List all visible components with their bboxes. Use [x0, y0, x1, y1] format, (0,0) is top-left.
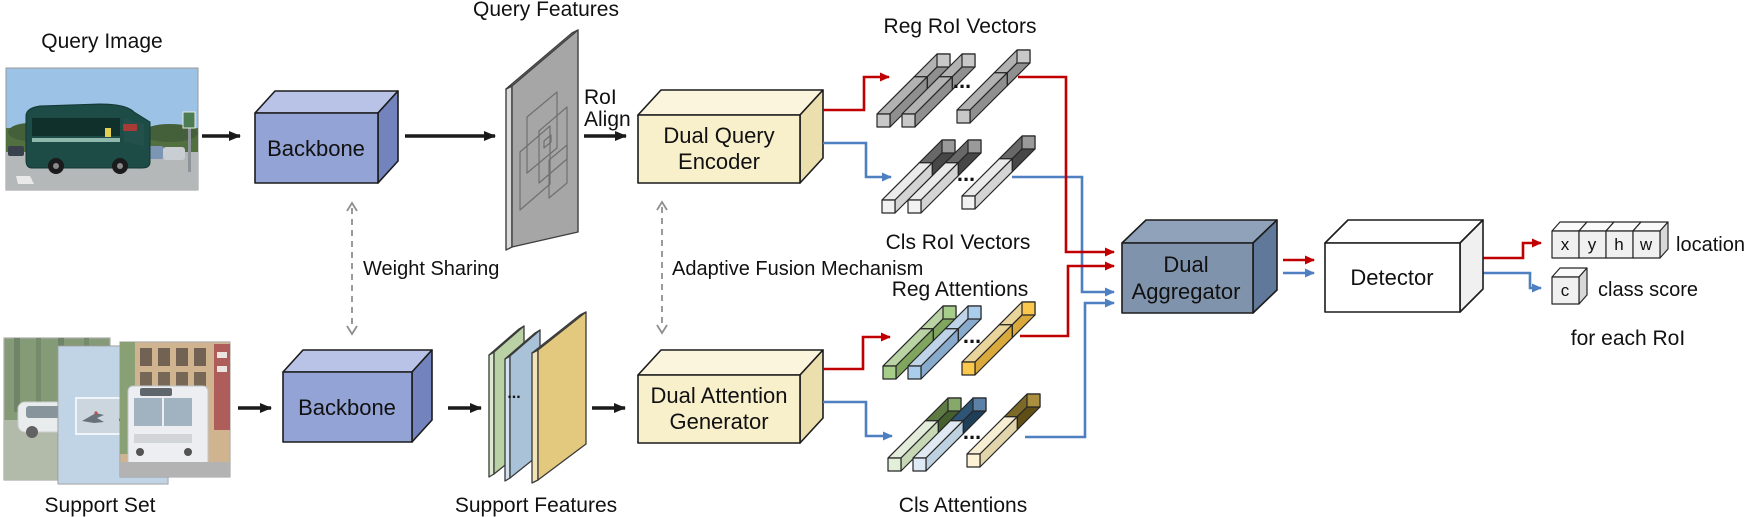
routing-blue — [823, 141, 1542, 441]
arrow-encoder-reg — [823, 72, 890, 112]
svg-text:x: x — [1561, 235, 1570, 254]
route-clsatt-to-aggregator — [1025, 298, 1115, 439]
route-regatt-to-aggregator — [1020, 261, 1115, 338]
reg-roi-vectors-label: Reg RoI Vectors — [884, 15, 1037, 38]
support-set-label: Support Set — [45, 494, 156, 517]
weight-sharing-label: Weight Sharing — [363, 258, 499, 280]
vector-bar — [966, 393, 1041, 468]
reg-attentions-label: Reg Attentions — [892, 278, 1029, 301]
class-score-label: class score — [1598, 279, 1698, 301]
adaptive-fusion-label: Adaptive Fusion Mechanism — [672, 258, 923, 280]
cls-roi-vectors-bars — [881, 135, 1036, 214]
svg-text:Dual Query: Dual Query — [663, 123, 774, 148]
vector-bar — [907, 139, 982, 214]
dual-query-encoder-box — [637, 89, 824, 184]
backbone-bottom-label: Backbone — [298, 395, 396, 420]
reg-roi-vectors-bars — [876, 49, 1031, 128]
output-cubes — [1551, 221, 1669, 305]
dual-attention-generator-label: Dual Attention Generator — [651, 383, 788, 434]
vector-bar — [961, 301, 1036, 376]
cls-roi-vectors-label: Cls RoI Vectors — [886, 231, 1031, 254]
support-features-ellipsis: ... — [507, 385, 520, 402]
svg-text:y: y — [1588, 235, 1597, 254]
svg-text:Dual: Dual — [1163, 252, 1208, 277]
weight-sharing-arrow — [346, 201, 358, 336]
vector-bar — [876, 53, 951, 128]
arrow-generator-reg — [823, 332, 891, 371]
cls-att-ellipsis: ... — [963, 419, 981, 444]
detector-label: Detector — [1350, 265, 1433, 290]
svg-text:Align: Align — [584, 108, 631, 131]
vector-bar — [901, 53, 976, 128]
query-image-photo — [5, 67, 199, 191]
arrow-encoder-cls — [823, 141, 892, 182]
cls-attentions-bars — [887, 393, 1041, 472]
reg-att-ellipsis: ... — [963, 323, 981, 348]
cls-roi-ellipsis: ... — [957, 161, 975, 186]
flow-arrows-black — [202, 131, 627, 413]
vector-bar — [907, 305, 982, 380]
svg-text:h: h — [1614, 235, 1623, 254]
vector-bar — [956, 49, 1031, 124]
arrow-detector-classscore — [1483, 271, 1542, 293]
route-regroi-to-aggregator — [1018, 75, 1115, 257]
vector-bar — [882, 305, 957, 380]
reg-attentions-bars — [882, 301, 1036, 380]
location-label: location — [1676, 234, 1744, 256]
dual-attention-generator-box — [637, 349, 824, 444]
vector-bar — [961, 135, 1036, 210]
adaptive-fusion-arrow — [656, 200, 668, 335]
svg-text:RoI: RoI — [584, 86, 617, 109]
svg-text:Aggregator: Aggregator — [1132, 279, 1241, 304]
support-photo-bus — [119, 341, 231, 478]
output-cube — [1551, 267, 1588, 305]
route-clsroi-to-aggregator — [1012, 175, 1115, 297]
output-cube-letters: x y h w c — [1561, 235, 1653, 300]
vector-bar — [887, 397, 962, 472]
for-each-roi-label: for each RoI — [1571, 327, 1685, 350]
support-features-panels — [488, 311, 587, 484]
arrow-generator-cls — [823, 400, 893, 441]
dual-aggregator-box — [1121, 219, 1278, 314]
support-features-label: Support Features — [455, 494, 617, 517]
query-features-label: Query Features — [473, 0, 619, 21]
detector-box — [1324, 219, 1484, 313]
query-image-label: Query Image — [41, 30, 162, 53]
backbone-bottom-box — [282, 349, 433, 443]
dual-query-encoder-label: Dual Query Encoder — [663, 123, 774, 174]
routing-red — [823, 72, 1542, 371]
reg-roi-ellipsis: ... — [953, 68, 971, 93]
output-cube — [1632, 221, 1669, 259]
svg-text:Encoder: Encoder — [678, 149, 760, 174]
roi-align-label: RoI Align — [584, 86, 631, 131]
query-features-panel — [505, 29, 579, 251]
svg-text:c: c — [1561, 281, 1570, 300]
backbone-top-label: Backbone — [267, 136, 365, 161]
dual-aggregator-label: Dual Aggregator — [1132, 252, 1241, 304]
backbone-top-box — [254, 90, 399, 184]
vector-bar — [881, 139, 956, 214]
cls-attentions-label: Cls Attentions — [899, 494, 1027, 517]
svg-text:Generator: Generator — [669, 409, 768, 434]
vector-bar — [912, 397, 987, 472]
support-photo-car — [3, 337, 111, 481]
support-panel-yellow — [531, 311, 587, 484]
svg-text:Dual Attention: Dual Attention — [651, 383, 788, 408]
arrow-detector-location — [1483, 238, 1542, 260]
svg-text:w: w — [1639, 235, 1653, 254]
